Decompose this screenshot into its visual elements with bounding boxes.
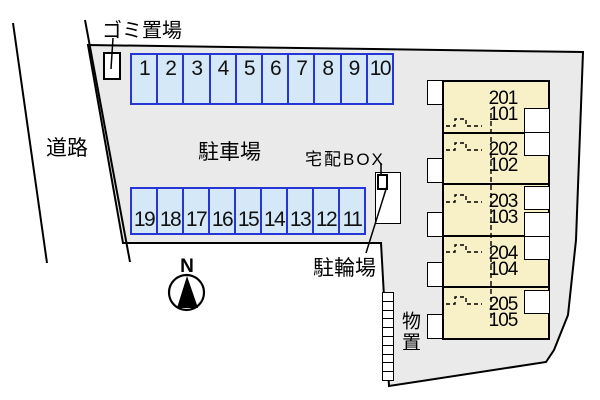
unit-201-101: 201 101: [444, 82, 548, 132]
storage-cell: [383, 293, 393, 301]
storage-label: 物置: [399, 311, 420, 353]
compass-north-label: N: [180, 256, 194, 277]
parking-stall: 6: [261, 55, 287, 103]
garbage-label: ゴミ置場: [102, 20, 182, 42]
storage-cell: [383, 318, 393, 327]
storage-cell: [383, 309, 393, 319]
balcony-recess: [524, 108, 550, 156]
road-label: 道路: [46, 137, 88, 160]
storage-cell: [383, 344, 393, 354]
road-edge-near: [84, 19, 131, 263]
parking-stall: 4: [208, 55, 235, 103]
balcony-recess: [524, 186, 550, 210]
unit-upper-number: 203: [488, 190, 519, 212]
bicycle-parking-label: 駐輪場: [313, 257, 376, 280]
unit-upper-number: 201: [488, 87, 519, 109]
parking-stall: 19: [133, 208, 156, 231]
unit-202-102: 202 102: [444, 131, 548, 184]
delivery-box: [377, 174, 388, 190]
parking-stall: 16: [208, 189, 234, 233]
unit-lower-number: 102: [488, 155, 519, 177]
unit-205-105: 205 105: [444, 286, 548, 338]
storage-cell: [383, 335, 393, 345]
storage-lockers: [382, 292, 394, 381]
parking-stall: 14: [260, 189, 286, 233]
unit-lower-number: 103: [488, 206, 519, 228]
entrance-porch: [427, 262, 443, 287]
unit-label: 201 101: [458, 87, 548, 125]
storage-cell: [383, 362, 393, 371]
storage-cell: [383, 300, 393, 310]
parking-stall: 2: [156, 55, 182, 103]
unit-lower-number: 104: [488, 258, 519, 280]
entrance-porch: [427, 80, 443, 105]
unit-label: 203 103: [458, 190, 548, 228]
unit-203-103: 203 103: [444, 183, 548, 235]
storage-cell: [383, 353, 393, 363]
balcony-recess: [524, 212, 550, 260]
storage-cell: [383, 371, 393, 380]
storage-cell: [383, 327, 393, 336]
unit-lower-number: 101: [488, 103, 519, 125]
unit-lower-number: 105: [488, 310, 519, 332]
balcony-cell: [525, 213, 549, 236]
balcony-recess: [524, 290, 550, 314]
balcony-cell: [525, 109, 549, 132]
unit-upper-number: 202: [488, 139, 519, 161]
parking-stall: 8: [313, 55, 339, 103]
parking-stall: 5: [234, 55, 261, 103]
balcony-cell: [525, 131, 549, 156]
unit-label: 204 104: [458, 242, 548, 280]
parking-stall: 3: [182, 55, 208, 103]
parking-stall: 17: [182, 189, 208, 233]
entrance-porch: [427, 212, 443, 237]
parking-stall: 18: [156, 189, 182, 233]
parking-row-2: 19 18 17 16 15 14 13 12 11: [130, 187, 366, 235]
parking-stall: 9: [339, 55, 366, 103]
parking-stall: 11: [338, 189, 364, 233]
delivery-box-label: 宅配BOX: [305, 150, 385, 169]
parking-stall: 1: [139, 57, 151, 80]
garbage-area-box: [103, 52, 121, 80]
unit-label: 202 102: [458, 139, 548, 177]
entrance-porch: [427, 158, 443, 183]
parking-lot-label: 駐車場: [198, 141, 261, 164]
parking-row-1: 1 2 3 4 5 6 7 8 9 10: [130, 53, 394, 105]
unit-label: 205 105: [458, 294, 548, 332]
unit-upper-number: 204: [488, 242, 519, 264]
parking-stall: 13: [286, 189, 312, 233]
entrance-porch: [427, 314, 443, 339]
parking-stall: 12: [312, 189, 338, 233]
balcony-cell: [525, 235, 549, 260]
parking-stall: 15: [234, 189, 260, 233]
unit-204-104: 204 104: [444, 234, 548, 287]
unit-upper-number: 205: [488, 294, 519, 316]
parking-stall: 7: [287, 55, 313, 103]
road-edge-far: [12, 22, 48, 264]
parking-stall: 10: [365, 55, 392, 103]
